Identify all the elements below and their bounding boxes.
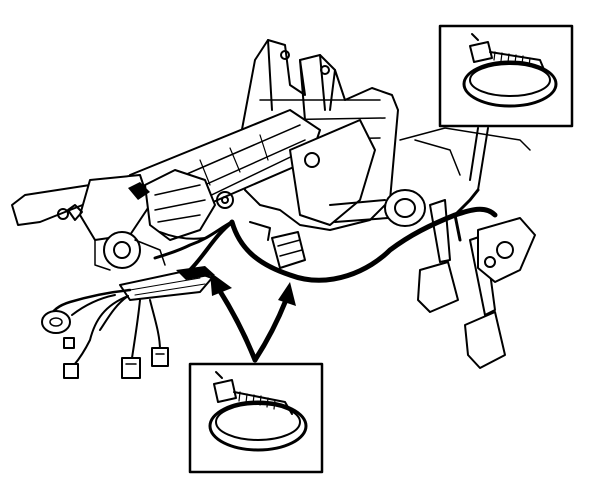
detail-box-bottom [188, 362, 324, 474]
ignition-switch [57, 204, 166, 271]
pedal-assembly [417, 199, 536, 369]
connector-small-1 [63, 363, 79, 379]
connector-block-2 [151, 347, 169, 367]
wiring-harness [48, 188, 498, 366]
callout-arrows [210, 272, 296, 363]
round-connector [41, 310, 71, 334]
turn-signal-lever [11, 174, 151, 241]
cable-tie-clamp-icon [462, 33, 558, 108]
cable-tie-clamp-icon [208, 371, 308, 452]
detail-box-top [438, 24, 574, 128]
connector-small-2 [63, 337, 75, 349]
clockspring-housing [128, 169, 216, 241]
connector-block-1 [121, 357, 141, 379]
harness-clip-connector [249, 221, 306, 269]
callout-lines [469, 127, 489, 191]
